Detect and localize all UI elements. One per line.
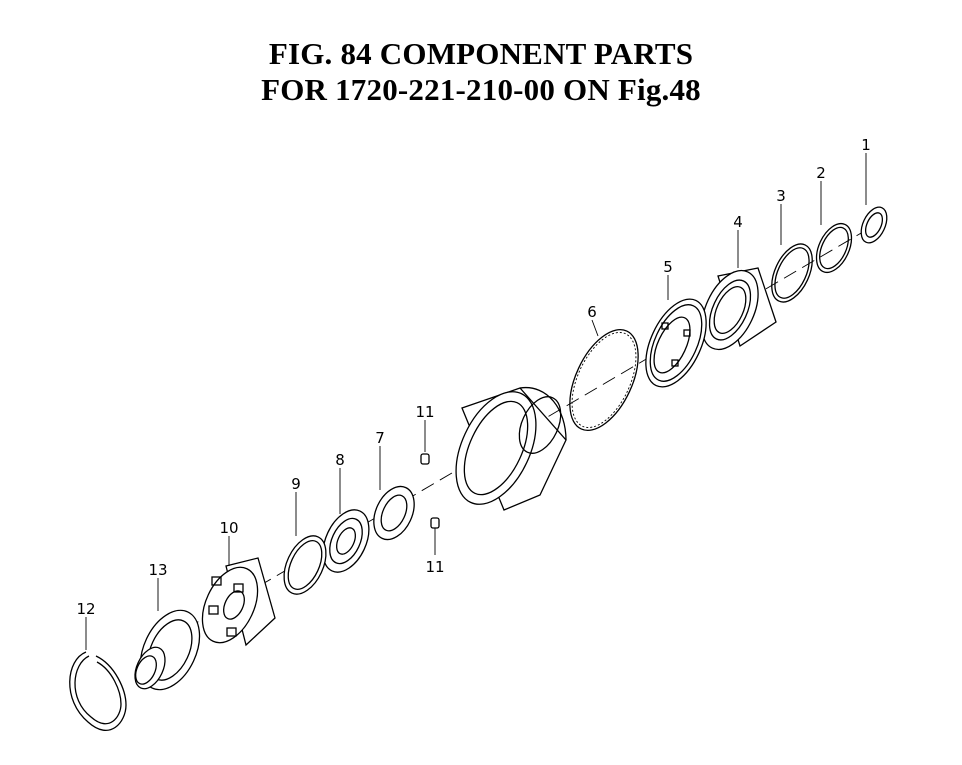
part-10-lugged-hub (201, 557, 276, 647)
part-4-collar (701, 267, 777, 351)
callout-1: 1 (861, 136, 871, 154)
part-6-friction-disc (569, 328, 639, 432)
part-11-pin-upper (420, 453, 430, 465)
callout-3: 3 (776, 187, 786, 205)
callout-7: 7 (375, 429, 385, 447)
callout-5: 5 (663, 258, 673, 276)
figure-title-line-2: FOR 1720-221-210-00 ON Fig.48 (261, 72, 701, 107)
part-5-hub-plate (645, 298, 707, 388)
callout-13: 13 (148, 561, 167, 579)
part-1-washer (860, 206, 888, 244)
callout-12: 12 (76, 600, 95, 618)
callout-8: 8 (335, 451, 345, 469)
part-3-ring (771, 243, 813, 303)
callout-10: 10 (219, 519, 238, 537)
callout-6: 6 (587, 303, 597, 321)
callout-11-upper: 11 (415, 403, 434, 421)
part-13-flanged-hub (134, 609, 201, 691)
callout-11-lower: 11 (425, 558, 444, 576)
part-2-snap-ring (815, 222, 853, 274)
part-8-gear (322, 509, 370, 573)
part-7-thrust-washer (373, 485, 415, 541)
part-11-pin-lower (430, 517, 440, 529)
callout-9: 9 (291, 475, 301, 493)
callout-labels: 1 2 3 4 5 6 7 8 9 10 11 11 12 13 (76, 136, 870, 618)
leader-lines (85, 153, 867, 650)
callout-4: 4 (733, 213, 743, 231)
part-housing-drum (455, 387, 567, 511)
figure-title-line-1: FIG. 84 COMPONENT PARTS (268, 36, 694, 71)
part-12-circlip (69, 651, 127, 731)
part-9-ring (283, 535, 327, 595)
callout-2: 2 (816, 164, 826, 182)
